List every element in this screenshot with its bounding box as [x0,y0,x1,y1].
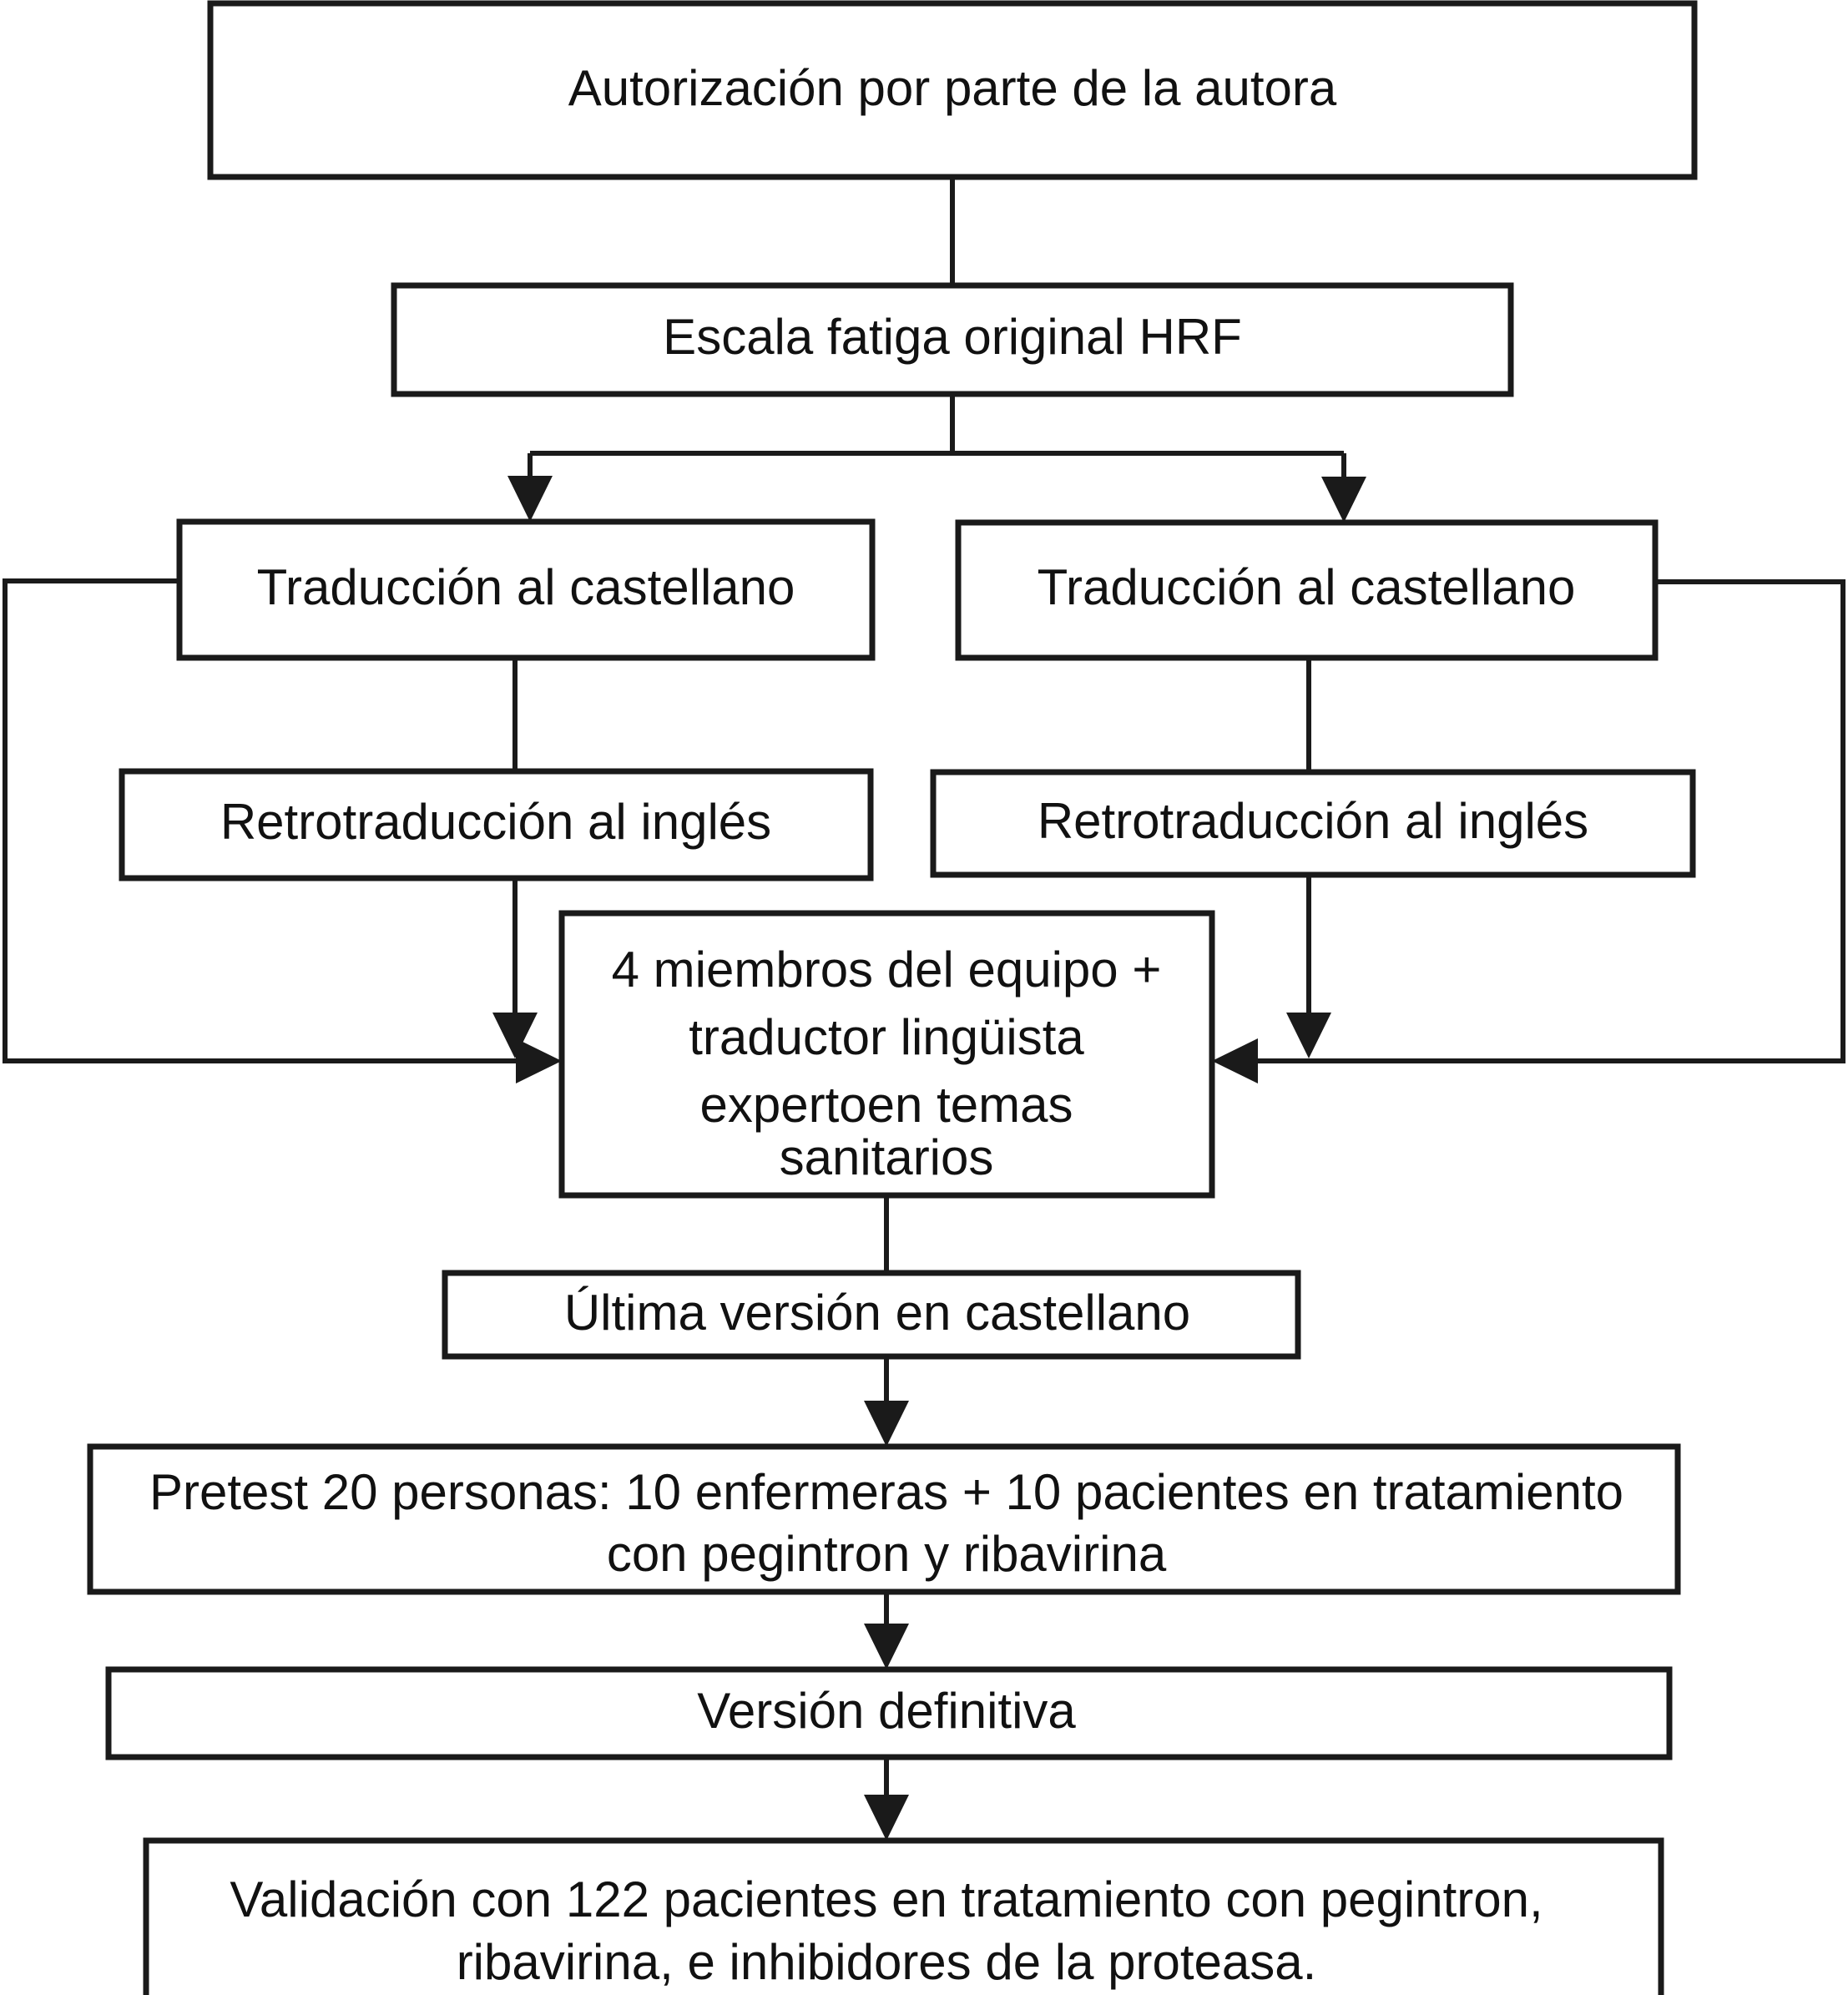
connector-left-wraparound [3,578,534,1063]
arrowhead-retro-izq-down [492,1013,538,1058]
node-equipo-label-line2: traductor lingüista [689,1009,1084,1065]
node-retrotraduccion-derecha[interactable]: Retrotraducción al inglés [930,769,1696,878]
node-pretest-label-line1: Pretest 20 personas: 10 enfermeras + 10 … [149,1464,1623,1520]
arrowhead-retro-der-down [1286,1013,1331,1058]
connector-right-wraparound [1240,579,1845,1063]
node-traduccion-izquierda[interactable]: Traducción al castellano [176,518,876,661]
node-equipo-label-line3: expertoen temas [700,1077,1073,1133]
node-validacion-box[interactable] [143,1837,1664,1995]
node-autorizacion-label: Autorización por parte de la autora [568,60,1337,116]
arrowhead-right-into-equipo [1212,1038,1258,1083]
node-version-definitiva-label: Versión definitiva [697,1683,1076,1739]
arrowhead-validacion [864,1795,909,1841]
node-retrotraduccion-izquierda-box[interactable] [119,768,874,881]
node-retrotraduccion-izquierda-label: Retrotraducción al inglés [220,794,771,850]
node-version-definitiva-box[interactable] [105,1666,1673,1760]
node-traduccion-derecha[interactable]: Traducción al castellano [955,519,1659,661]
arrowhead-traduccion-izq [507,476,553,522]
node-equipo-label-line1: 4 miembros del equipo + [612,942,1162,998]
node-escala-original-label: Escala fatiga original HRF [663,309,1242,365]
node-retrotraduccion-derecha-box[interactable] [930,769,1696,878]
arrowhead-traduccion-der [1321,477,1366,523]
node-traduccion-izquierda-box[interactable] [176,518,876,661]
node-escala-original-box[interactable] [391,282,1514,397]
node-traduccion-izquierda-label: Traducción al castellano [257,559,795,615]
node-validacion[interactable]: Validación con 122 pacientes en tratamie… [143,1837,1664,1995]
node-ultima-version-label: Última versión en castellano [564,1285,1190,1341]
node-ultima-version[interactable]: Última versión en castellano [442,1270,1301,1360]
node-traduccion-derecha-label: Traducción al castellano [1038,559,1576,615]
node-pretest-label-line2: con pegintron y ribavirina [607,1526,1167,1582]
node-autorizacion-box[interactable] [207,0,1698,180]
node-ultima-version-box[interactable] [442,1270,1301,1360]
node-equipo-label-line4: sanitarios [780,1129,994,1185]
node-validacion-label-line2: ribavirina, e inhibidores de la proteasa… [457,1934,1317,1990]
node-pretest[interactable]: Pretest 20 personas: 10 enfermeras + 10 … [87,1443,1681,1595]
node-equipo-box[interactable] [558,910,1215,1199]
node-equipo[interactable]: 4 miembros del equipo + traductor lingüi… [558,910,1215,1199]
node-validacion-label-line1: Validación con 122 pacientes en tratamie… [230,1871,1543,1927]
node-retrotraduccion-izquierda[interactable]: Retrotraducción al inglés [119,768,874,881]
arrowhead-left-into-equipo [516,1038,562,1083]
node-retrotraduccion-derecha-label: Retrotraducción al inglés [1038,793,1588,849]
node-version-definitiva[interactable]: Versión definitiva [105,1666,1673,1760]
node-autorizacion[interactable]: Autorización por parte de la autora [207,0,1698,180]
node-pretest-box[interactable] [87,1443,1681,1595]
node-escala-original[interactable]: Escala fatiga original HRF [391,282,1514,397]
arrowhead-version-definitiva [864,1624,909,1669]
arrowhead-pretest [864,1401,909,1447]
node-traduccion-derecha-box[interactable] [955,519,1659,661]
